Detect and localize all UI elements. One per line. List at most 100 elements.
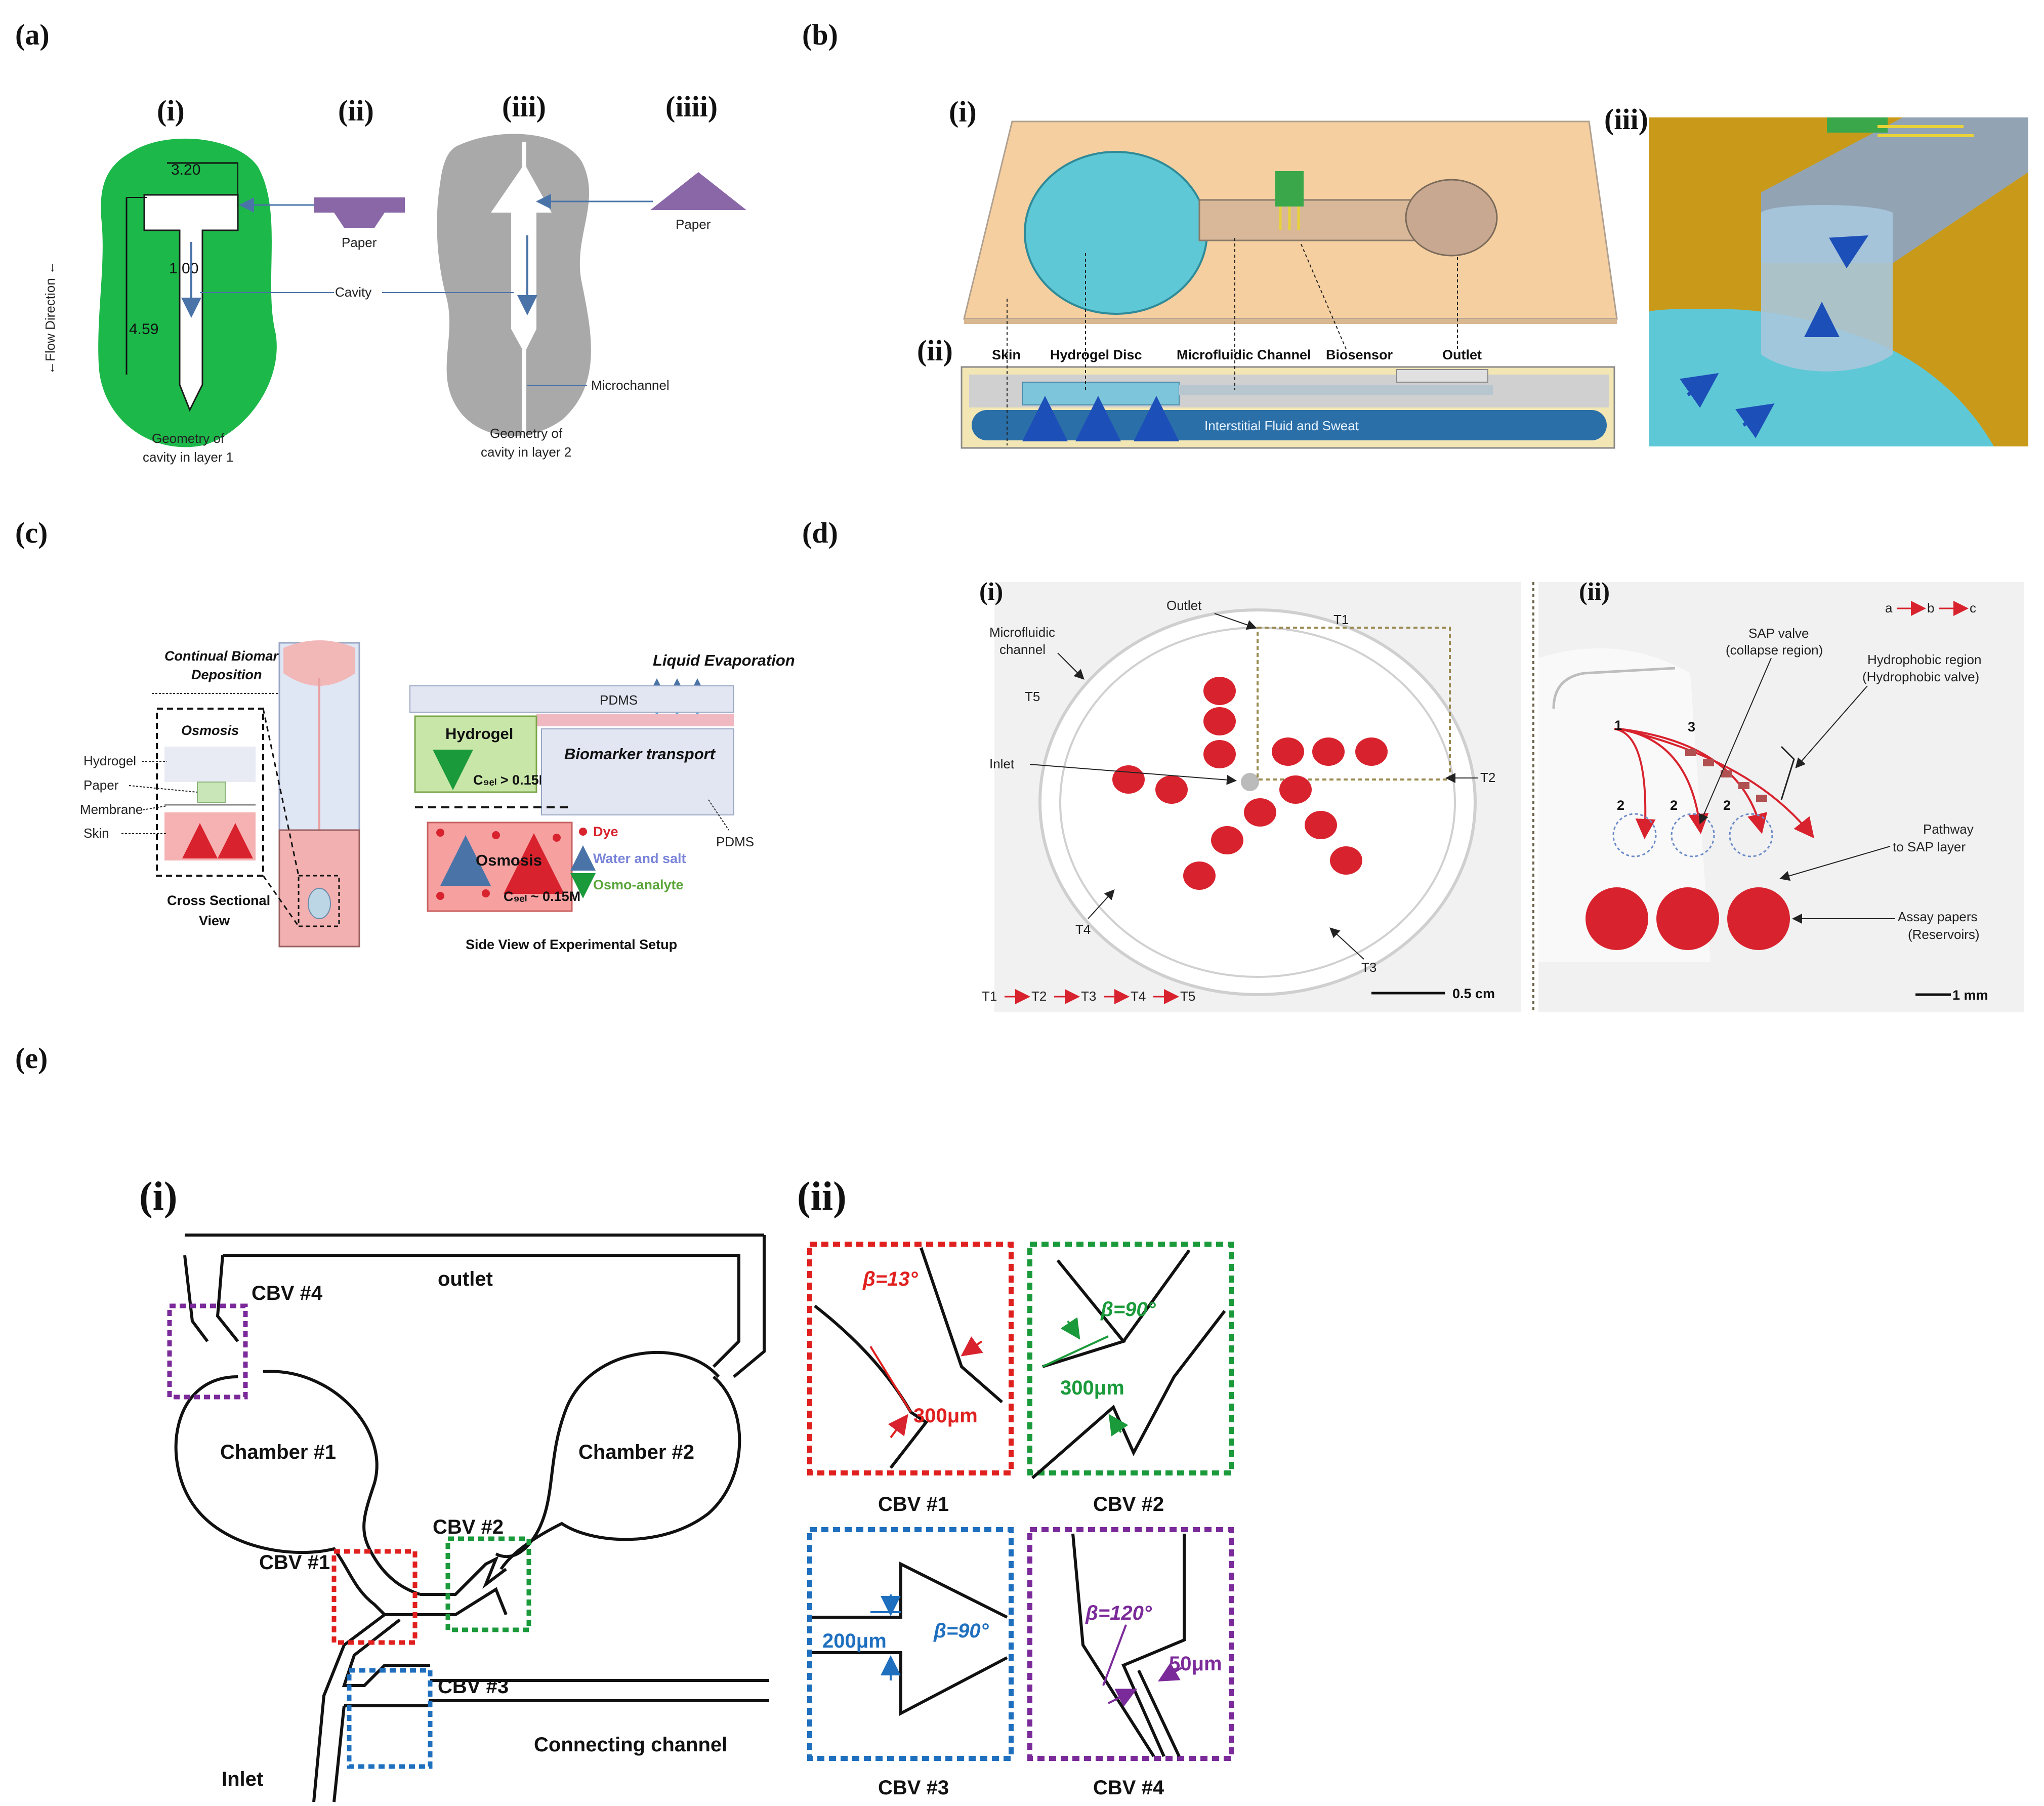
d-seq-t1: T1: [982, 989, 997, 1004]
cbv-schematic: [174, 1234, 769, 1802]
caption-layer1-line1: Geometry of: [152, 431, 225, 446]
biosensor-leader: [1300, 242, 1347, 350]
d-scale-label-2: 1 mm: [1952, 988, 1988, 1003]
panel-b-sub-i: (i): [949, 95, 977, 128]
detail-cbv2-beta-line: [1042, 1335, 1109, 1368]
path-num-1: 1: [1614, 718, 1622, 733]
legend-osmo-analyte: Osmo-analyte: [593, 877, 684, 892]
panel-d-letter: (d): [802, 516, 838, 549]
reservoir: [1203, 707, 1236, 735]
hydrophobic-label-2: (Hydrophobic valve): [1862, 669, 1979, 684]
chamber-1-left: [174, 1375, 386, 1616]
detail-cbv3-caption: CBV #3: [878, 1777, 949, 1799]
detail-cbv4-beta-line: [1102, 1624, 1127, 1686]
biosensor-chip: [1275, 171, 1304, 207]
detail-cbv3-size: 200μm: [822, 1630, 887, 1652]
assay-reservoir-2: [1656, 887, 1719, 950]
legend-dye: Dye: [593, 824, 618, 839]
d-scale-label-1: 0.5 cm: [1452, 986, 1495, 1001]
detail-cbv4-wall-a: [1071, 1533, 1155, 1757]
e-cbv2-label: CBV #2: [433, 1516, 504, 1538]
skin-label: Skin: [992, 347, 1021, 362]
assay-label-2: (Reservoirs): [1908, 927, 1980, 942]
reservoir: [1244, 798, 1276, 827]
d-seq-t3: T3: [1081, 989, 1096, 1004]
tower-hydrogel: [308, 888, 331, 919]
disc-inlet: [1241, 773, 1259, 791]
panel-b-sub-ii: (ii): [917, 334, 953, 367]
path-num-2c: 2: [1723, 798, 1731, 813]
sap-valve-circle-3: [1729, 813, 1773, 857]
device-front-face: [964, 319, 1617, 324]
outlet-label: Outlet: [1442, 347, 1482, 362]
cbv1-box: [331, 1549, 418, 1645]
zoom-line-top: [262, 708, 300, 876]
panel-a-sub-iiii: (iiii): [665, 90, 718, 123]
e-connecting-label: Connecting channel: [534, 1734, 727, 1756]
inlet-left: [312, 1613, 386, 1802]
panel-a-sub-iii: (iii): [502, 90, 546, 123]
dim-height: 4.59: [129, 321, 158, 338]
panel-b: (b) (i) (ii) (iii) Interstitial Fluid an…: [802, 18, 2028, 449]
detail-cbv2-arrow-a: [1060, 1317, 1080, 1340]
reservoir: [1355, 737, 1388, 766]
c-membrane-leader: [142, 805, 168, 810]
side-hydrogel-label: Hydrogel: [445, 725, 513, 743]
zoom-box: [298, 875, 340, 927]
e-cbv3-label: CBV #3: [438, 1675, 509, 1698]
right-outlet-wall: [733, 1235, 766, 1378]
hydrophobic-seg-5: [1756, 795, 1767, 802]
deposition-cap: [283, 640, 355, 686]
c-paper-label: Paper: [84, 777, 119, 793]
d-outlet-label: Outlet: [1166, 598, 1202, 613]
dye-dot-1: [436, 829, 444, 837]
detail-cbv4-arrow-b: [1158, 1662, 1182, 1681]
pdms-side-block: [541, 728, 734, 815]
paper-label-left: Paper: [342, 235, 377, 250]
e-inlet-label: Inlet: [222, 1768, 263, 1790]
zoom-device-area: [1538, 648, 1711, 962]
d-t3-arrow: [1329, 927, 1364, 960]
reservoir: [1279, 775, 1312, 804]
path-num-2b: 2: [1670, 798, 1678, 813]
liquid-evap-label: Liquid Evaporation: [653, 651, 795, 669]
detail-cbv2-caption: CBV #2: [1093, 1493, 1164, 1515]
chamber-1-right: [263, 1370, 421, 1596]
detail-cbv2-wall-b: [1122, 1249, 1191, 1342]
cs-hydrogel-layer: [164, 747, 256, 782]
abc-b: b: [1927, 600, 1934, 615]
hydrophobic-bracket: [1780, 746, 1795, 800]
channel-cross: [1179, 385, 1493, 395]
detail-cbv1-caption: CBV #1: [878, 1493, 949, 1515]
detail-cbv2-beta: β=90°: [1100, 1298, 1156, 1321]
dye-dot-2: [492, 831, 500, 839]
abc-c: c: [1970, 600, 1976, 615]
cross-sectional-label-2: View: [199, 913, 230, 928]
detail-cbv1-wall-b: [920, 1247, 1003, 1404]
c-skin-label: Skin: [84, 826, 109, 841]
panel-d-sub-i: (i): [979, 577, 1003, 605]
reservoir: [1203, 677, 1236, 705]
biosensor-label: Biosensor: [1326, 347, 1393, 362]
zoom-line-bottom: [262, 875, 300, 927]
reservoir: [1203, 740, 1236, 768]
panel-a-sub-i: (i): [157, 94, 185, 127]
d-t5-label: T5: [1025, 689, 1040, 704]
path-arrow-1: [1614, 728, 1656, 839]
detail-cbv3-wall-b: [812, 1651, 1008, 1716]
outlet-cross: [1396, 369, 1488, 383]
e-chamber1-label: Chamber #1: [220, 1441, 336, 1463]
dye-dot-3: [553, 834, 561, 842]
hydrogel-disc: [1024, 151, 1208, 315]
panel-e-sub-ii: (ii): [797, 1174, 847, 1219]
panel-a: (a) (i) (ii) (iii) (iiii) 3.20 4.59 1.00…: [15, 18, 746, 465]
render-arrow-left-1: [1680, 373, 1719, 408]
caption-layer2-line1: Geometry of: [490, 426, 563, 441]
dye-dot-4: [436, 892, 444, 900]
cbv2-box: [445, 1536, 531, 1632]
d-t3-label: T3: [1361, 960, 1376, 975]
e-cbv4-label: CBV #4: [252, 1282, 323, 1304]
abc-a: a: [1885, 600, 1893, 615]
detail-cbv1-size: 300μm: [913, 1405, 978, 1427]
